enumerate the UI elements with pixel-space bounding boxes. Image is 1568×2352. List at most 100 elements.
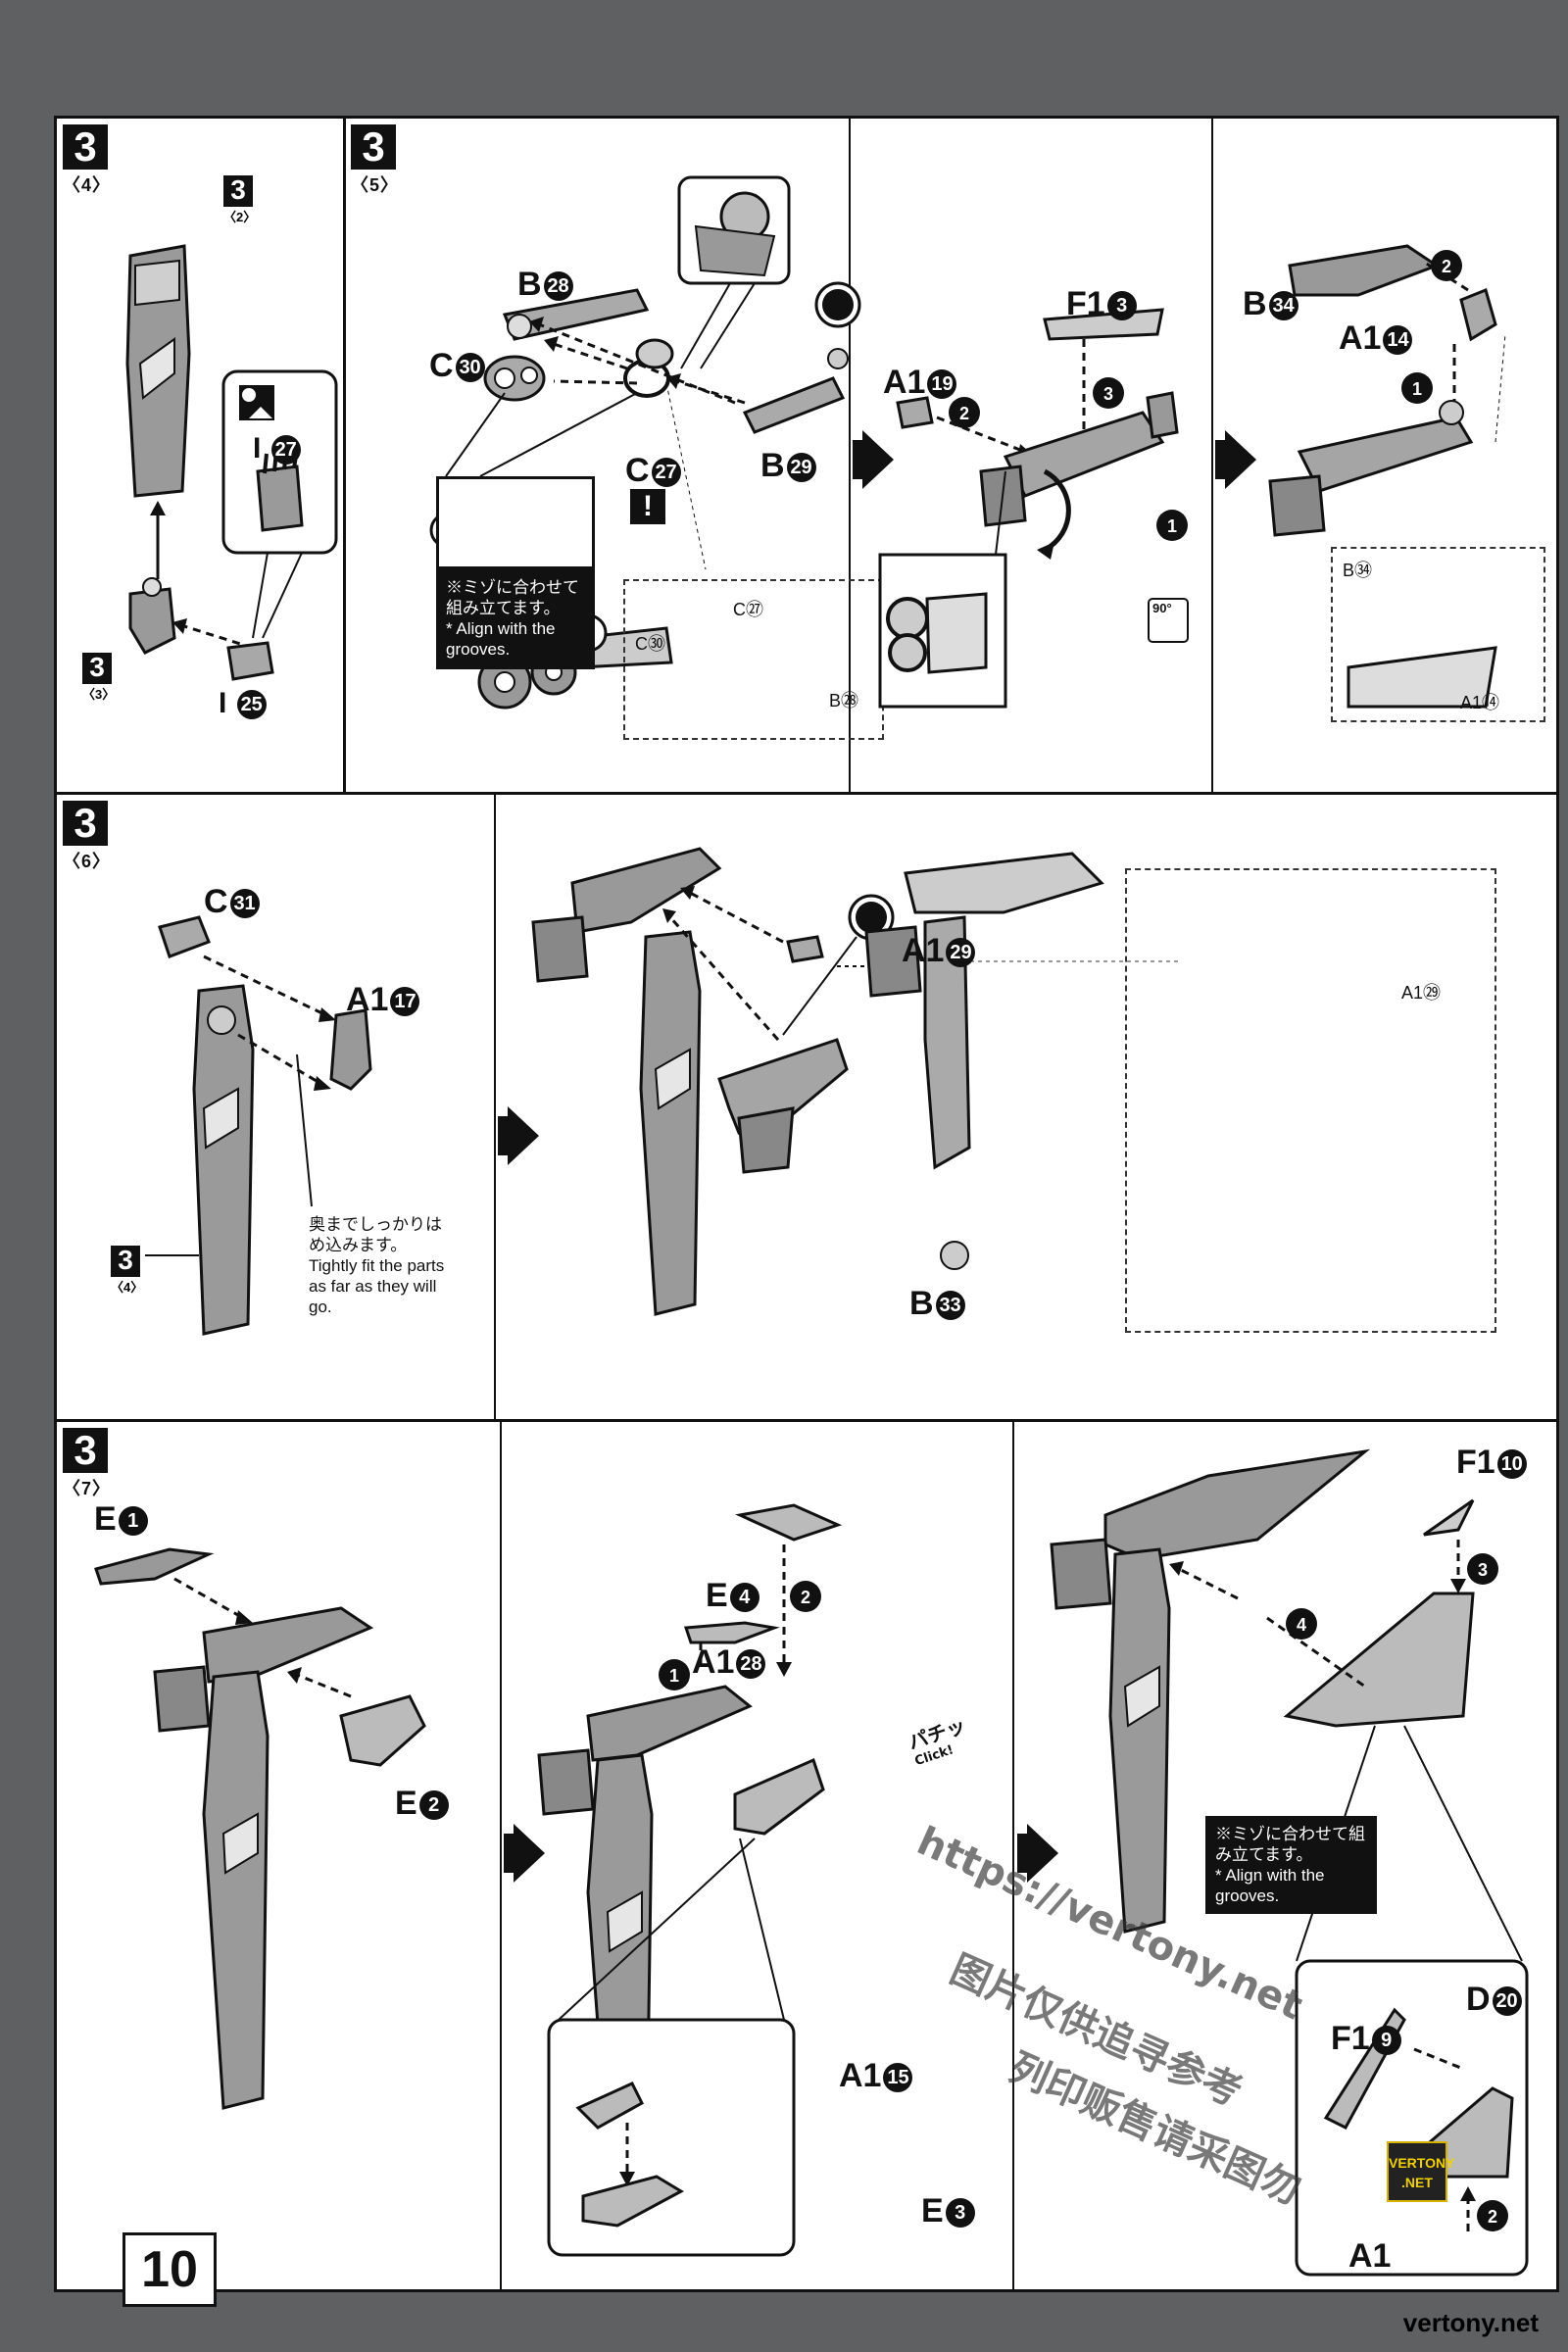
part-label: A1 bbox=[1348, 2237, 1391, 2276]
step6-left-illustration bbox=[145, 915, 372, 1336]
note-en: * Align with the grooves. bbox=[446, 619, 556, 659]
arrow-stem bbox=[504, 1834, 515, 1873]
ref-number: 3 bbox=[223, 175, 253, 205]
part-number: 1 bbox=[118, 1506, 148, 1537]
arrow-stem bbox=[853, 440, 864, 479]
align-note: ※ミゾに合わせて組み立てます。 * Align with the grooves… bbox=[1205, 1816, 1377, 1914]
part-letter: F1 bbox=[1066, 285, 1105, 322]
part-letter: F1 bbox=[1456, 1444, 1495, 1481]
detail-label: A1⑭ bbox=[1460, 693, 1500, 712]
detail-box bbox=[1125, 868, 1496, 1333]
part-letter: C bbox=[204, 883, 228, 920]
part-letter: D bbox=[1466, 1981, 1491, 2018]
part-number: 27 bbox=[651, 458, 681, 488]
detail-label: B㉞ bbox=[1343, 561, 1373, 580]
step-number: 3 bbox=[63, 1428, 108, 1473]
step-number: 3 bbox=[63, 801, 108, 846]
next-arrow-icon bbox=[862, 430, 894, 489]
caution-icon: ! bbox=[630, 489, 665, 524]
arrow-stem bbox=[498, 1116, 510, 1155]
part-letter: E bbox=[395, 1785, 417, 1822]
step-badge: 3 〈7〉 bbox=[63, 1428, 111, 1500]
part-letter: I bbox=[219, 687, 227, 719]
detail-label: C㉚ bbox=[635, 634, 665, 654]
ref-badge: 3 〈3〉 bbox=[82, 653, 115, 703]
step7-left-illustration bbox=[94, 1547, 426, 2110]
detail-label: A1㉙ bbox=[1401, 983, 1442, 1003]
ref-sub: 〈3〉 bbox=[82, 682, 115, 703]
ref-badge: 3 〈4〉 bbox=[111, 1246, 143, 1296]
step-sub: 〈6〉 bbox=[63, 852, 112, 871]
step-sub: 〈4〉 bbox=[63, 175, 112, 195]
part-number: 17 bbox=[390, 987, 420, 1017]
note-en: Tightly fit the parts as far as they wil… bbox=[309, 1256, 445, 1316]
detail-label: C㉗ bbox=[733, 600, 763, 619]
svg-text:2: 2 bbox=[1442, 257, 1451, 276]
site-label[interactable]: vertony.net bbox=[1402, 2308, 1539, 2337]
part-number: 20 bbox=[1492, 1986, 1522, 2017]
part-number: 34 bbox=[1268, 291, 1298, 321]
vertony-logo: VERTONY .NET bbox=[1387, 2141, 1454, 2202]
step-badge: 3 〈6〉 bbox=[63, 801, 111, 873]
part-letter: A1 bbox=[692, 1643, 735, 1681]
part-number: 10 bbox=[1496, 1449, 1527, 1480]
divider bbox=[343, 119, 346, 792]
divider bbox=[1211, 119, 1213, 792]
part-number: 3 bbox=[945, 2198, 975, 2229]
rotate-label: 90° bbox=[1152, 601, 1172, 615]
part-number: 28 bbox=[736, 1649, 766, 1680]
part-number: 29 bbox=[946, 938, 976, 968]
page-number: 10 bbox=[122, 2232, 217, 2307]
row-step-3-4-5: 3 〈4〉 3 〈2〉 bbox=[57, 119, 1556, 795]
step-badge: 3 〈5〉 bbox=[351, 124, 399, 197]
part-letter: A1 bbox=[902, 932, 945, 969]
part-number: 14 bbox=[1383, 325, 1413, 356]
part-number: 19 bbox=[927, 369, 957, 400]
align-note: ※ミゾに合わせて組み立てます。 * Align with the grooves… bbox=[436, 569, 595, 669]
part-number: 3 bbox=[1106, 291, 1137, 321]
part-letter: A1 bbox=[1348, 2237, 1392, 2275]
next-arrow-icon bbox=[1225, 430, 1256, 489]
divider bbox=[1012, 1422, 1014, 2289]
svg-text:1: 1 bbox=[1412, 379, 1422, 399]
part-number: 2 bbox=[418, 1790, 449, 1821]
divider bbox=[494, 795, 496, 1419]
svg-text:2: 2 bbox=[1488, 2207, 1497, 2227]
part-letter: B bbox=[517, 266, 542, 303]
panel4-illustration: 2 1 bbox=[1268, 244, 1506, 709]
svg-text:2: 2 bbox=[959, 404, 969, 423]
step7-middle-illustration: 2 1 bbox=[537, 1503, 843, 2257]
step-number: 3 bbox=[351, 124, 396, 170]
detail-label: B㉘ bbox=[829, 691, 859, 710]
part-number: 15 bbox=[883, 2063, 913, 2093]
svg-text:4: 4 bbox=[1297, 1615, 1306, 1635]
part-letter: A1 bbox=[839, 2057, 882, 2094]
step-sub: 〈7〉 bbox=[63, 1479, 112, 1498]
svg-text:2: 2 bbox=[801, 1588, 810, 1607]
part-number: 9 bbox=[1371, 2026, 1401, 2056]
divider bbox=[500, 1422, 502, 2289]
note-icon-box bbox=[436, 476, 595, 569]
step6-right-illustration bbox=[531, 847, 1180, 1316]
part-number: 28 bbox=[543, 271, 573, 302]
part-number: 31 bbox=[229, 889, 260, 919]
step-badge: 3 〈4〉 bbox=[63, 124, 111, 197]
part-number: 33 bbox=[935, 1291, 965, 1321]
note-jp: ※ミゾに合わせて組み立てます。 bbox=[1215, 1825, 1365, 1864]
ref-number: 3 bbox=[111, 1246, 140, 1275]
note-jp: 奥までしっかりはめ込みます。 bbox=[309, 1215, 442, 1254]
svg-text:3: 3 bbox=[1478, 1560, 1488, 1580]
ref-sub: 〈4〉 bbox=[111, 1275, 143, 1296]
